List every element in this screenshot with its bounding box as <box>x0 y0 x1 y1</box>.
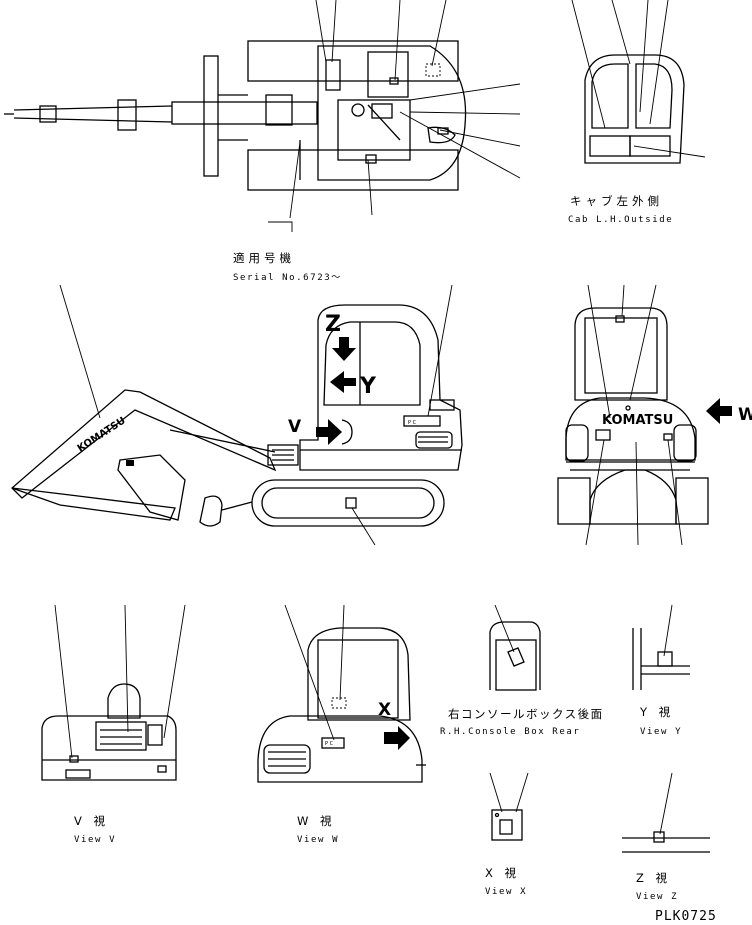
view-v-drawing <box>41 604 186 781</box>
boom-brand: KOMATSU <box>76 415 128 454</box>
drawing-code: PLK0725 <box>655 909 717 924</box>
console-box-rear-drawing <box>489 604 541 691</box>
arrow-z-icon <box>332 337 356 361</box>
marker-x: X <box>378 700 391 720</box>
console-label-jp: 右コンソールボックス後面 <box>448 707 604 721</box>
rear-view-machine: KOMATSU <box>557 284 732 546</box>
top-view-machine <box>4 0 521 232</box>
view-y-en: View Y <box>640 727 682 737</box>
marker-y: Y <box>359 374 377 399</box>
arrow-w-icon <box>706 398 732 424</box>
view-y-jp: Y 視 <box>639 705 674 719</box>
view-y-drawing <box>632 604 690 690</box>
serial-label-en: Serial No.6723～ <box>233 273 342 283</box>
view-z-drawing <box>622 772 710 853</box>
view-z-jp: Z 視 <box>636 871 671 885</box>
view-w-jp: W 視 <box>297 814 336 828</box>
view-w-plate: P C <box>325 741 334 747</box>
view-x-jp: X 視 <box>485 866 520 880</box>
arrow-v-icon <box>316 419 342 445</box>
view-v-en: View V <box>74 835 116 845</box>
view-z-en: View Z <box>636 892 678 902</box>
serial-label-jp: 適用号機 <box>233 251 295 265</box>
cab-label-jp: キャブ左外側 <box>570 194 663 208</box>
console-label-en: R.H.Console Box Rear <box>440 727 580 737</box>
cab-label-en: Cab L.H.Outside <box>568 215 673 225</box>
view-x-en: View X <box>485 887 527 897</box>
side-plate: P C <box>408 420 417 426</box>
view-w-drawing: P C <box>257 604 426 783</box>
view-w-en: View W <box>297 835 339 845</box>
arrow-y-icon <box>330 371 356 393</box>
view-v-jp: V 視 <box>74 814 109 828</box>
side-view-machine: P C KOMATSU <box>11 284 463 546</box>
marker-v: V <box>288 417 302 437</box>
view-x-drawing <box>489 772 529 841</box>
rear-brand: KOMATSU <box>602 413 673 428</box>
arrow-x-icon <box>384 726 410 750</box>
marker-w: W <box>738 405 752 425</box>
cab-lh-outside-view <box>571 0 706 164</box>
marker-z: Z <box>325 312 341 337</box>
